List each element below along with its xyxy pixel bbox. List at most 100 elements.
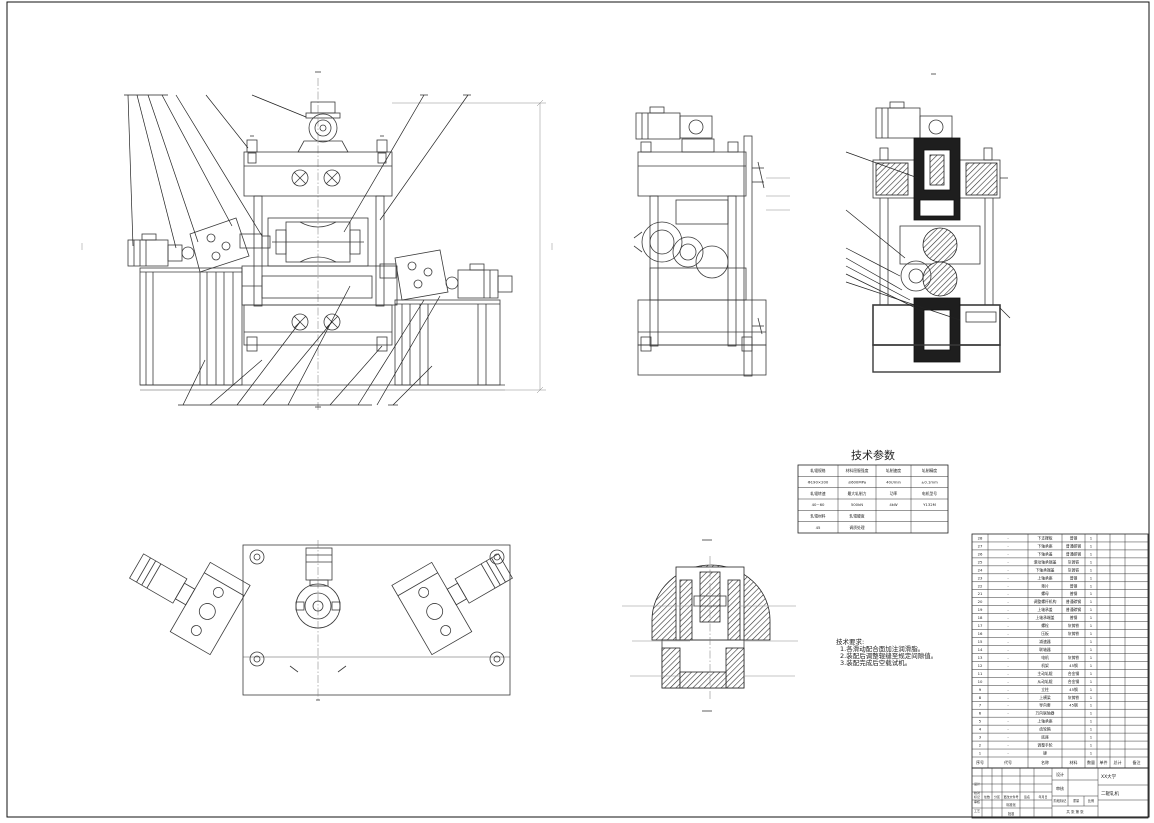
tech-params-cell: 40~60 — [812, 502, 825, 507]
parts-list-cell: 1 — [1090, 751, 1093, 756]
parts-list-header: 单件 — [1100, 759, 1108, 765]
parts-list-cell: - — [1007, 647, 1009, 652]
detail-cup-wall-right — [725, 647, 745, 689]
parts-list-cell: - — [1007, 543, 1009, 548]
parts-list-cell: 垫片 — [1041, 583, 1049, 588]
top-view-base-plate — [242, 544, 511, 696]
parts-list-header: 备注 — [1133, 759, 1141, 765]
detail-left-sleeve — [679, 579, 693, 641]
parts-list-cell: 上轴承端盖 — [1036, 615, 1055, 620]
stage-header: 比例 — [1088, 798, 1094, 803]
tech-params-cell: 45 — [816, 525, 821, 530]
tech-params-cell: 电机型号 — [922, 491, 937, 496]
revision-header: 分区 — [994, 794, 1000, 799]
parts-list-cell: 45钢 — [1069, 703, 1078, 708]
parts-list-cell: 普钢 — [1070, 583, 1078, 588]
detail-section — [622, 539, 798, 712]
tech-params-cell: 最大轧制力 — [848, 491, 867, 496]
section-base — [872, 344, 1001, 373]
side-dimension-lines — [766, 177, 790, 211]
parts-list-cell: 24 — [978, 567, 983, 572]
right-gearbox — [379, 249, 449, 301]
top-view-center-motor — [295, 547, 341, 629]
parts-list-cell: 1 — [1090, 647, 1093, 652]
parts-list-cell: 1 — [1090, 695, 1093, 700]
parts-list-cell: - — [1007, 743, 1009, 748]
parts-list-cell: 27 — [978, 543, 983, 548]
parts-list-cell: 16 — [978, 631, 983, 636]
parts-list-cell: 调整手轮 — [1037, 743, 1052, 748]
parts-list-cell: 2 — [979, 743, 982, 748]
parts-list-cell: - — [1007, 703, 1009, 708]
front-leader-lines — [124, 94, 471, 406]
parts-list-cell: 合金钢 — [1068, 671, 1080, 676]
stage-header: 重量 — [1073, 798, 1080, 803]
tech-params-cell: 轧制精度 — [922, 468, 937, 473]
parts-list-header: 代号 — [1004, 759, 1012, 765]
side-adjust-rod — [743, 135, 765, 377]
parts-list-cell: 普钢 — [1070, 591, 1078, 596]
parts-list-cell: 10 — [978, 679, 983, 684]
parts-list-cell: 电机 — [1041, 655, 1049, 660]
parts-list-cell: 25 — [978, 559, 983, 564]
tech-params-cell: 功率 — [890, 491, 898, 496]
parts-list-cell: 23 — [978, 575, 983, 580]
tech-params-cell: 4kW — [889, 502, 898, 507]
parts-list-cell: 压板 — [1041, 631, 1049, 636]
parts-list-cell: 灰铸铁 — [1068, 623, 1080, 628]
top-view-right-drive — [391, 553, 513, 656]
school-name: XX大学 — [1101, 773, 1117, 780]
tech-requirement-line-2: 2.装配后调整辊缝至规定间隙值。 — [840, 651, 937, 660]
parts-list-cell: - — [1007, 639, 1009, 644]
parts-list-cell: 主动轧辊 — [1037, 671, 1052, 676]
detail-right-sleeve — [727, 579, 741, 641]
columns — [253, 195, 385, 307]
parts-list-cell: 上横梁 — [1039, 695, 1051, 700]
revision-header: 标记 — [974, 794, 980, 799]
parts-list-cell: 20 — [978, 599, 983, 604]
parts-list-cell: 1 — [1090, 719, 1093, 724]
parts-list-cell: 减速器 — [1039, 639, 1051, 644]
parts-list-cell: - — [1007, 727, 1009, 732]
signature-label: 工艺 — [974, 808, 980, 813]
tech-params-cell: 轧制速度 — [886, 468, 901, 473]
parts-list-cell: 普通碳钢 — [1066, 543, 1081, 548]
section-columns — [879, 198, 994, 305]
parts-list-cell: 导向套 — [1039, 703, 1051, 708]
parts-list-cell: 万向联轴器 — [1036, 711, 1055, 716]
parts-list-cell: 灰铸铁 — [1068, 559, 1080, 564]
section-lower-roll — [900, 260, 958, 297]
parts-list-cell: 1 — [1090, 711, 1093, 716]
parts-list-cell: 普钢 — [1070, 575, 1078, 580]
tech-params-cell: 调质处理 — [849, 525, 864, 530]
parts-list-cell: 22 — [978, 583, 983, 588]
parts-list-cell: - — [1007, 695, 1009, 700]
parts-list-cell: 1 — [1090, 671, 1093, 676]
parts-list-cell: 灰铸铁 — [1068, 695, 1080, 700]
side-view — [633, 106, 790, 377]
tech-params-cell: 轧辊硬度 — [849, 514, 864, 519]
parts-list-cell: 下轴承盖 — [1037, 551, 1052, 556]
parts-list-cell: 12 — [978, 663, 983, 668]
sheet-border — [6, 1, 1150, 818]
parts-list-cell: 键 — [1043, 751, 1047, 756]
parts-list-cell: - — [1007, 559, 1009, 564]
parts-list-cell: 1 — [1090, 743, 1093, 748]
parts-list-cell: - — [1007, 583, 1009, 588]
revision-header: 处数 — [984, 794, 990, 799]
parts-list-cell: 普通碳钢 — [1066, 607, 1081, 612]
tech-params-cell: ≤600MPa — [848, 480, 866, 485]
detail-nut — [693, 595, 727, 607]
overall-height-dimension — [81, 99, 553, 394]
tech-params-cell: 500kN — [851, 502, 863, 507]
parts-list-cell: 4 — [979, 727, 982, 732]
tech-params-cell: 40r/min — [886, 480, 901, 485]
parts-list-cell: 45钢 — [1069, 687, 1078, 692]
right-motor — [445, 263, 513, 299]
parts-list-cell: 1 — [1090, 639, 1093, 644]
signature-label: 审核 — [974, 799, 980, 804]
designer-label: 设计 — [1056, 771, 1064, 777]
